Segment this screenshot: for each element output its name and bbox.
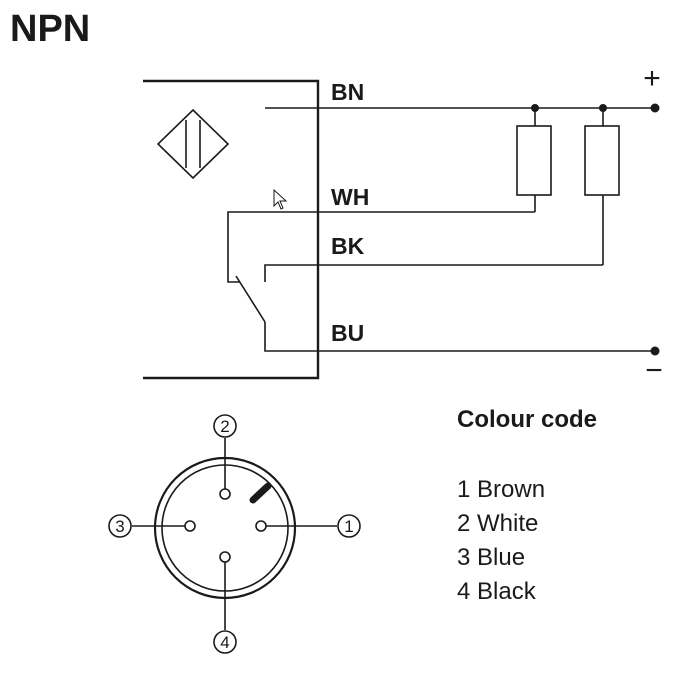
wire-bn: [265, 103, 660, 113]
svg-text:3: 3: [115, 517, 124, 536]
inductive-sensor-icon: [156, 108, 230, 180]
pin-3-contact: [184, 520, 196, 532]
plus-sign: +: [643, 62, 661, 95]
svg-text:1: 1: [344, 517, 353, 536]
pin-1-contact: [255, 520, 267, 532]
minus-sign: −: [645, 354, 663, 387]
pin-4-contact: [219, 551, 231, 563]
wire-label-bn: BN: [331, 79, 364, 105]
mouse-cursor-icon: [273, 188, 288, 210]
connector-pinout: 1 2 3 4: [108, 414, 361, 654]
svg-text:4: 4: [220, 633, 229, 652]
legend-item: 4 Black: [457, 578, 537, 605]
wire-bu: [264, 322, 660, 356]
coding-key-icon: [249, 482, 272, 504]
sensor-housing: [143, 79, 320, 380]
legend-item: 2 White: [457, 510, 538, 537]
pin-callout-4: 4: [213, 630, 237, 654]
wire-label-bk: BK: [331, 233, 365, 259]
svg-text:2: 2: [220, 417, 229, 436]
wire-bk: [264, 264, 603, 282]
colour-code-legend: Colour code 1 Brown 2 White 3 Blue 4 Bla…: [457, 406, 597, 605]
pin-callout-1: 1: [337, 514, 361, 538]
output-switch: [235, 275, 266, 323]
wire-label-bu: BU: [331, 320, 364, 346]
diagram-title: NPN: [10, 8, 90, 50]
legend-item: 1 Brown: [457, 476, 545, 503]
pin-callout-3: 3: [108, 514, 132, 538]
load-resistor-1: [516, 108, 552, 212]
wire-label-wh: WH: [331, 184, 369, 210]
load-resistor-2: [584, 108, 620, 265]
legend-item: 3 Blue: [457, 544, 525, 571]
pin-2-contact: [219, 488, 231, 500]
wire-wh: [227, 211, 535, 283]
pin-callout-2: 2: [213, 414, 237, 438]
legend-heading: Colour code: [457, 406, 597, 433]
